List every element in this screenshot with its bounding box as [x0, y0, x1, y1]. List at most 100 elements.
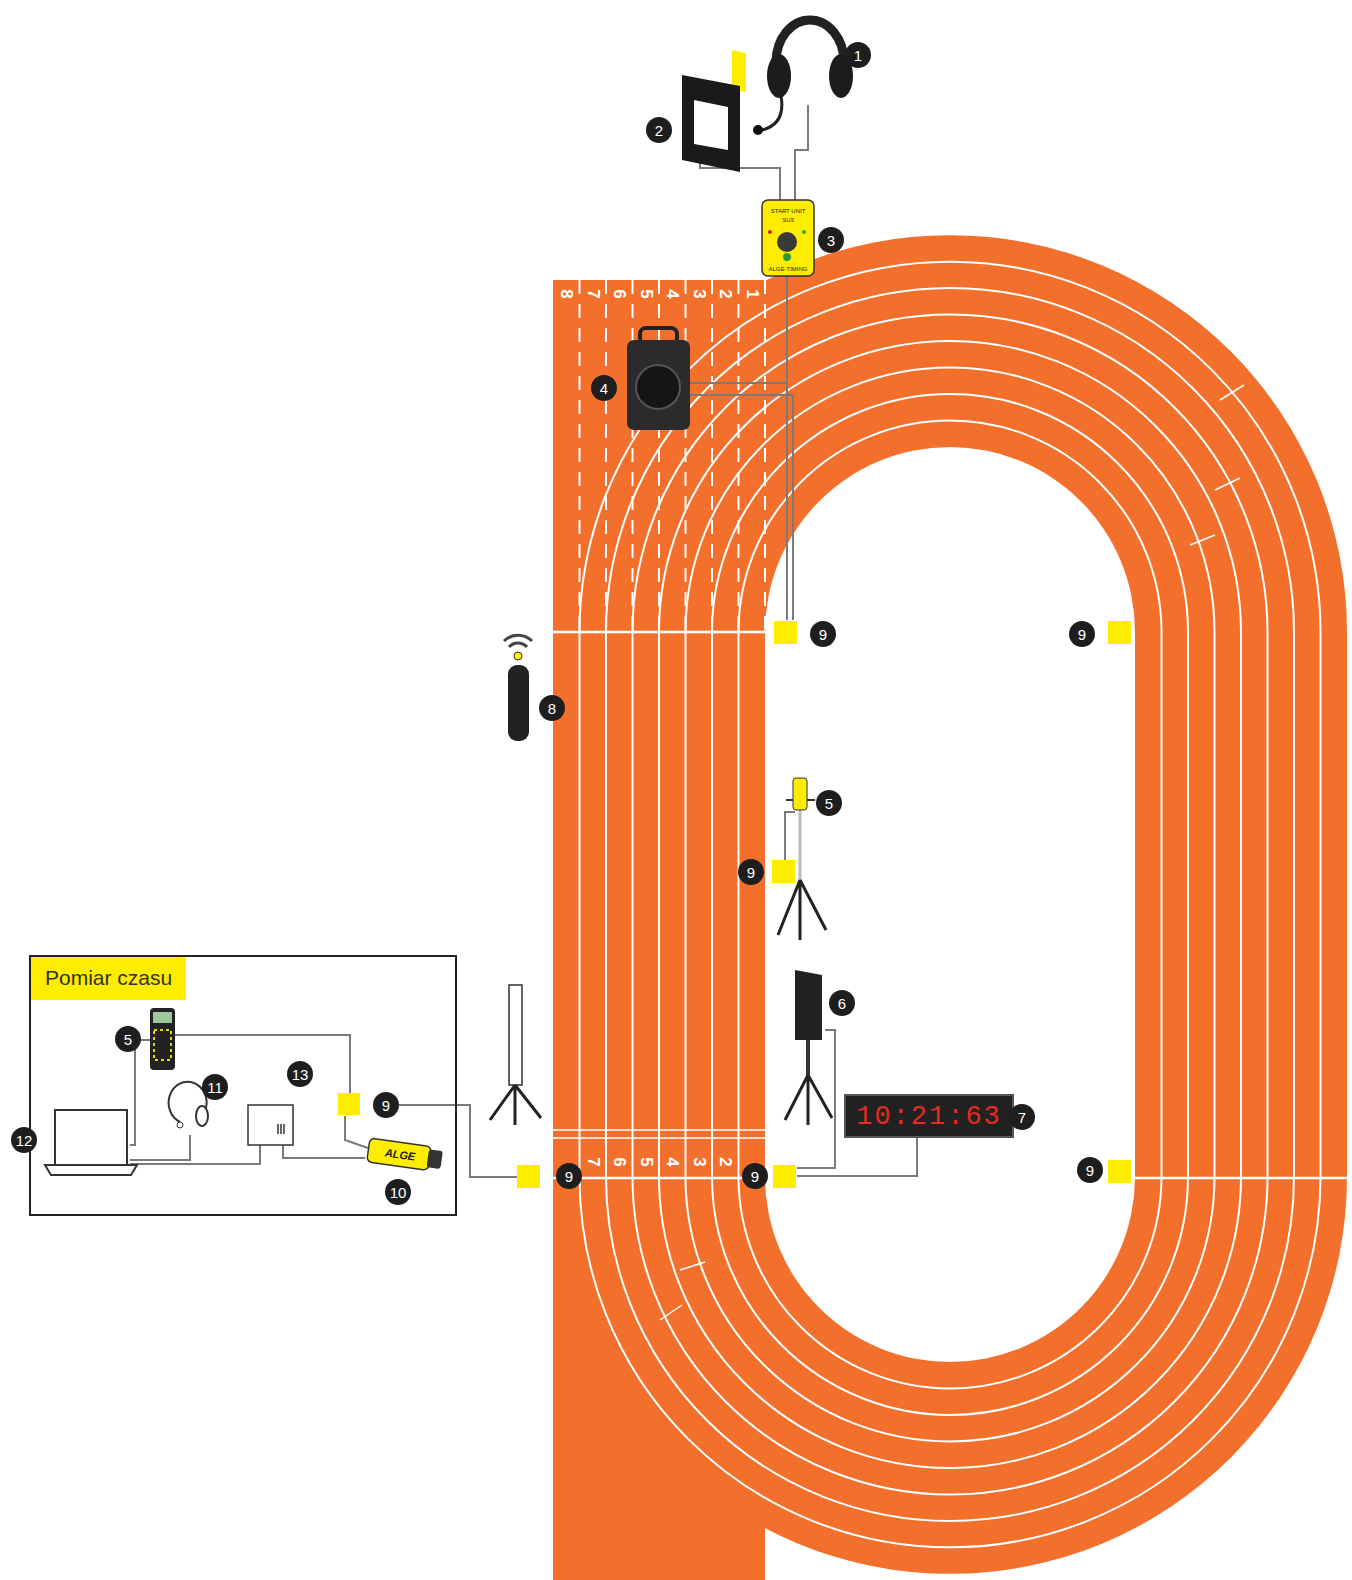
lane-number: 3	[690, 1157, 707, 1166]
lane-number: 7	[584, 1157, 601, 1166]
start-unit-button	[783, 253, 791, 261]
callout-circle	[1077, 1157, 1103, 1183]
timer-cap	[427, 1149, 443, 1169]
headset	[169, 1082, 208, 1128]
start-device-body	[682, 75, 740, 172]
lane-number: 8	[558, 289, 575, 298]
callout-circle	[556, 1163, 582, 1189]
wire	[130, 1040, 150, 1145]
wire	[175, 1035, 350, 1093]
callout-number: 1	[854, 48, 862, 63]
laptop-screen	[55, 1110, 127, 1165]
callout-circle	[818, 227, 844, 253]
start-unit-led	[802, 230, 806, 234]
callout-circle	[1069, 621, 1095, 647]
callout-circle	[373, 1092, 399, 1118]
box-heading: Pomiar czasu	[31, 957, 455, 1000]
lane-number: 4	[664, 1157, 681, 1166]
callout-number: 9	[819, 627, 827, 642]
wire	[795, 105, 808, 200]
headset-cup	[767, 54, 791, 98]
laptop-base	[45, 1165, 137, 1175]
junction-box	[517, 1165, 540, 1188]
device-text: ALGE-TIMING	[768, 266, 807, 272]
photocell-post	[509, 985, 522, 1085]
callout-number: 9	[565, 1169, 573, 1184]
handheld-keys	[154, 1030, 171, 1060]
callout-number: 6	[838, 996, 846, 1011]
callout-circle	[385, 1179, 411, 1205]
photocell	[793, 778, 807, 810]
callout-circle	[115, 1026, 141, 1052]
device-logo: ALGE	[384, 1147, 416, 1162]
callout-number: 9	[1086, 1163, 1094, 1178]
wire	[785, 812, 795, 860]
start-pistol-device	[682, 50, 746, 172]
callout-circle	[202, 1074, 228, 1100]
callout-circle	[1009, 1104, 1035, 1130]
callout-circles	[11, 42, 1103, 1205]
track-markings	[553, 385, 1347, 1320]
device-text: START UNIT	[771, 208, 806, 214]
junction-boxes	[338, 621, 1131, 1188]
interface-box-body	[248, 1105, 293, 1145]
wire	[797, 1030, 835, 1168]
interface-box	[248, 1105, 293, 1145]
callout-number: 4	[600, 381, 608, 396]
infield	[765, 447, 1135, 1362]
scoreboard	[845, 1095, 1013, 1137]
wire	[690, 395, 793, 620]
stagger-mark	[1190, 535, 1215, 545]
scoreboard-display: 10:21:63	[856, 1104, 1002, 1131]
callout-number: 2	[655, 123, 663, 138]
device-text: SU3	[782, 217, 794, 223]
box-heading-text: Pomiar czasu	[31, 957, 186, 1000]
wire	[345, 1116, 368, 1148]
callout-number: 13	[292, 1067, 309, 1082]
callout-number: 9	[382, 1098, 390, 1113]
lane-number: 7	[584, 289, 601, 298]
finish-mark	[553, 1129, 765, 1131]
start-device-window	[694, 100, 728, 150]
wireless-device	[504, 635, 532, 741]
stagger-mark	[1220, 385, 1244, 400]
handheld-screen	[153, 1012, 172, 1023]
stagger-mark	[1215, 478, 1240, 490]
stagger-mark	[660, 1305, 682, 1320]
tripod-legs	[785, 1075, 832, 1125]
junction-box	[1108, 621, 1131, 644]
device-body	[508, 665, 529, 741]
lane-number: 6	[611, 1157, 628, 1166]
wire	[283, 1145, 365, 1158]
lane-number: 1	[743, 289, 760, 298]
lane-number: 2	[717, 289, 734, 298]
lane-number: 5	[637, 289, 654, 298]
junction-box	[1108, 1160, 1131, 1183]
start-unit-body	[762, 200, 814, 276]
start-unit-led	[768, 230, 772, 234]
finish-camera	[785, 970, 832, 1125]
lane-number: 5	[637, 1157, 654, 1166]
junction-box	[774, 621, 797, 644]
lane-lines	[580, 262, 1321, 1548]
photocell-tripod	[490, 985, 541, 1125]
stagger-mark	[680, 1262, 705, 1270]
wire	[690, 382, 787, 384]
start-unit	[762, 200, 814, 276]
callout-circle	[591, 375, 617, 401]
headset-mic	[177, 1122, 183, 1128]
headset-mic	[762, 96, 782, 130]
wire	[130, 1145, 260, 1164]
lane-number: 2	[717, 1157, 734, 1166]
junction-box	[773, 1165, 796, 1188]
headset-cup	[196, 1106, 208, 1126]
lane-line	[606, 288, 1294, 1521]
laptop	[45, 1110, 137, 1175]
tripod-legs	[778, 880, 826, 940]
headset-mic	[753, 125, 763, 135]
callout-number: 5	[124, 1032, 132, 1047]
handheld-body	[150, 1008, 175, 1070]
callout-number: 7	[1018, 1110, 1026, 1125]
